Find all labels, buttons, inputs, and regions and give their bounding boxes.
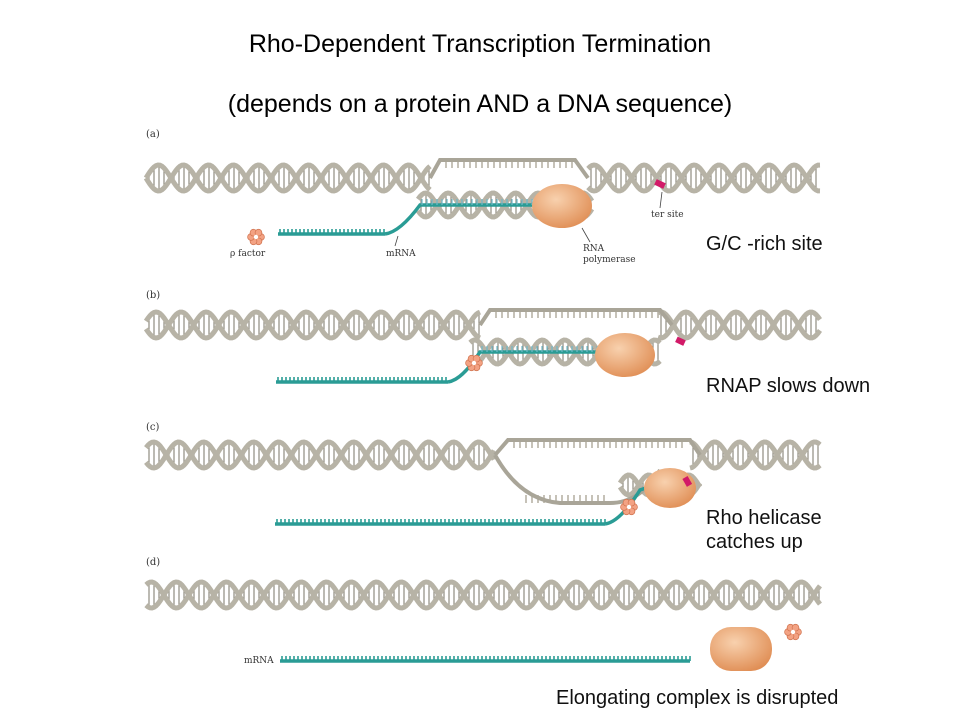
rna-polymerase [595,333,655,377]
released-rho-factor-icon [784,623,802,641]
dna-helix [144,439,822,503]
ter-site-marker [654,179,666,189]
panel-b-letter: (b) [146,290,160,301]
rho-factor-icon [620,498,638,516]
rna-polymerase-label-1: RNA [583,244,605,254]
ter-site-label: ter site [651,210,684,220]
rho-factor-icon [247,228,265,246]
panel-c-letter: (c) [146,422,160,433]
panel-a-caption: G/C -rich site [706,233,823,255]
transcription-bubble [428,158,590,180]
panel-a-letter: (a) [146,129,160,140]
ter-site-marker [675,336,686,346]
transcription-bubble [478,308,674,327]
panel-d-letter: (d) [146,557,160,568]
panel-c-caption-line-1: Rho helicase [706,507,822,529]
panel-a: (a) ρ factor mRNA RNA polymerase ter sit… [143,129,821,265]
mrna-label: mRNA [386,249,416,259]
rho-factor-icon [465,354,483,372]
panel-b-caption: RNAP slows down [706,375,871,397]
panel-b: (b) [143,290,823,384]
mrna-strand [276,346,640,384]
mrna-strand [280,656,691,663]
dna-helix [143,160,821,220]
released-rna-polymerase [710,627,772,671]
rna-polymerase-label-2: polymerase [583,255,636,265]
panel-c: (c) [144,422,822,526]
rho-factor-label: ρ factor [230,249,266,259]
panel-c-caption-line-2: catches up [706,531,803,553]
panel-d: (d) mRNA [144,557,822,671]
mrna-label: mRNA [244,656,274,666]
dna-helix [144,579,822,611]
panel-c-caption: Rho helicase catches up [706,506,906,554]
rna-polymerase [532,184,592,228]
rna-polymerase [644,468,696,508]
mrna-strand [278,199,560,236]
page-title: Rho-Dependent Transcription Termination [248,30,712,58]
page-subtitle: (depends on a protein AND a DNA sequence… [227,90,733,118]
panel-d-caption: Elongating complex is disrupted [556,687,839,709]
ter-site-marker [682,476,693,487]
